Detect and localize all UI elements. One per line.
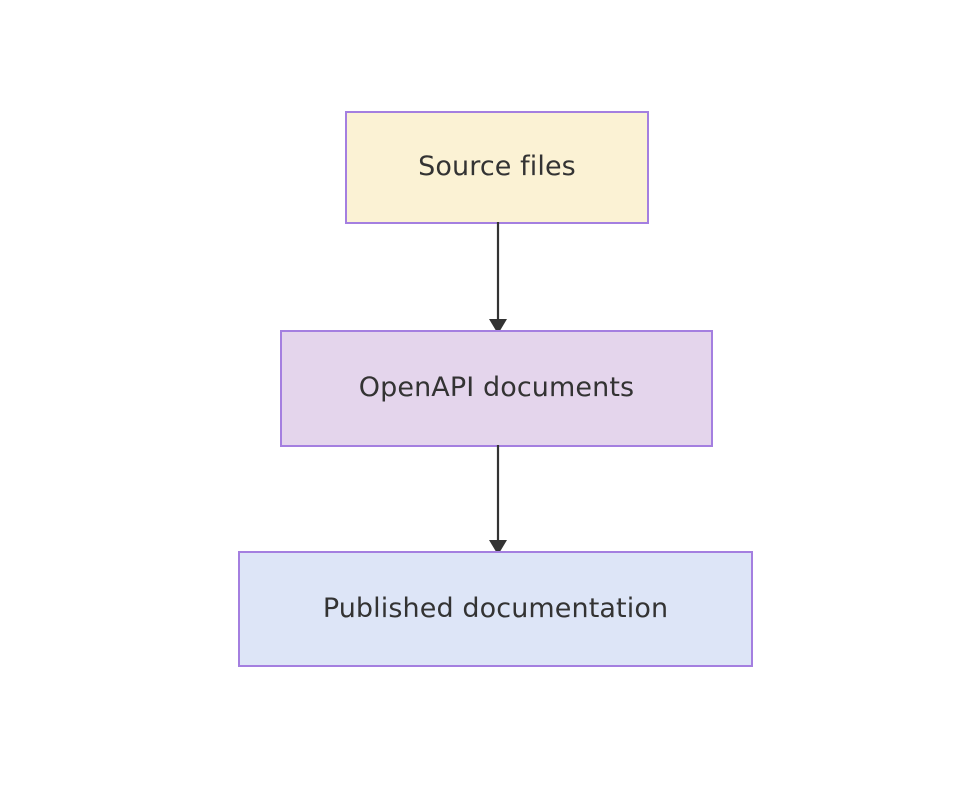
flow-node-published-documentation[interactable]: Published documentation: [238, 551, 753, 667]
flow-node-openapi-documents[interactable]: OpenAPI documents: [280, 330, 713, 447]
flow-node-source-files[interactable]: Source files: [345, 111, 649, 224]
flow-edge-source-to-openapi: [478, 222, 518, 334]
flow-node-label-published-documentation: Published documentation: [322, 592, 669, 624]
flow-node-label-source-files: Source files: [418, 151, 576, 183]
flow-node-label-openapi-documents: OpenAPI documents: [358, 372, 635, 404]
flow-edge-openapi-to-published: [478, 445, 518, 555]
